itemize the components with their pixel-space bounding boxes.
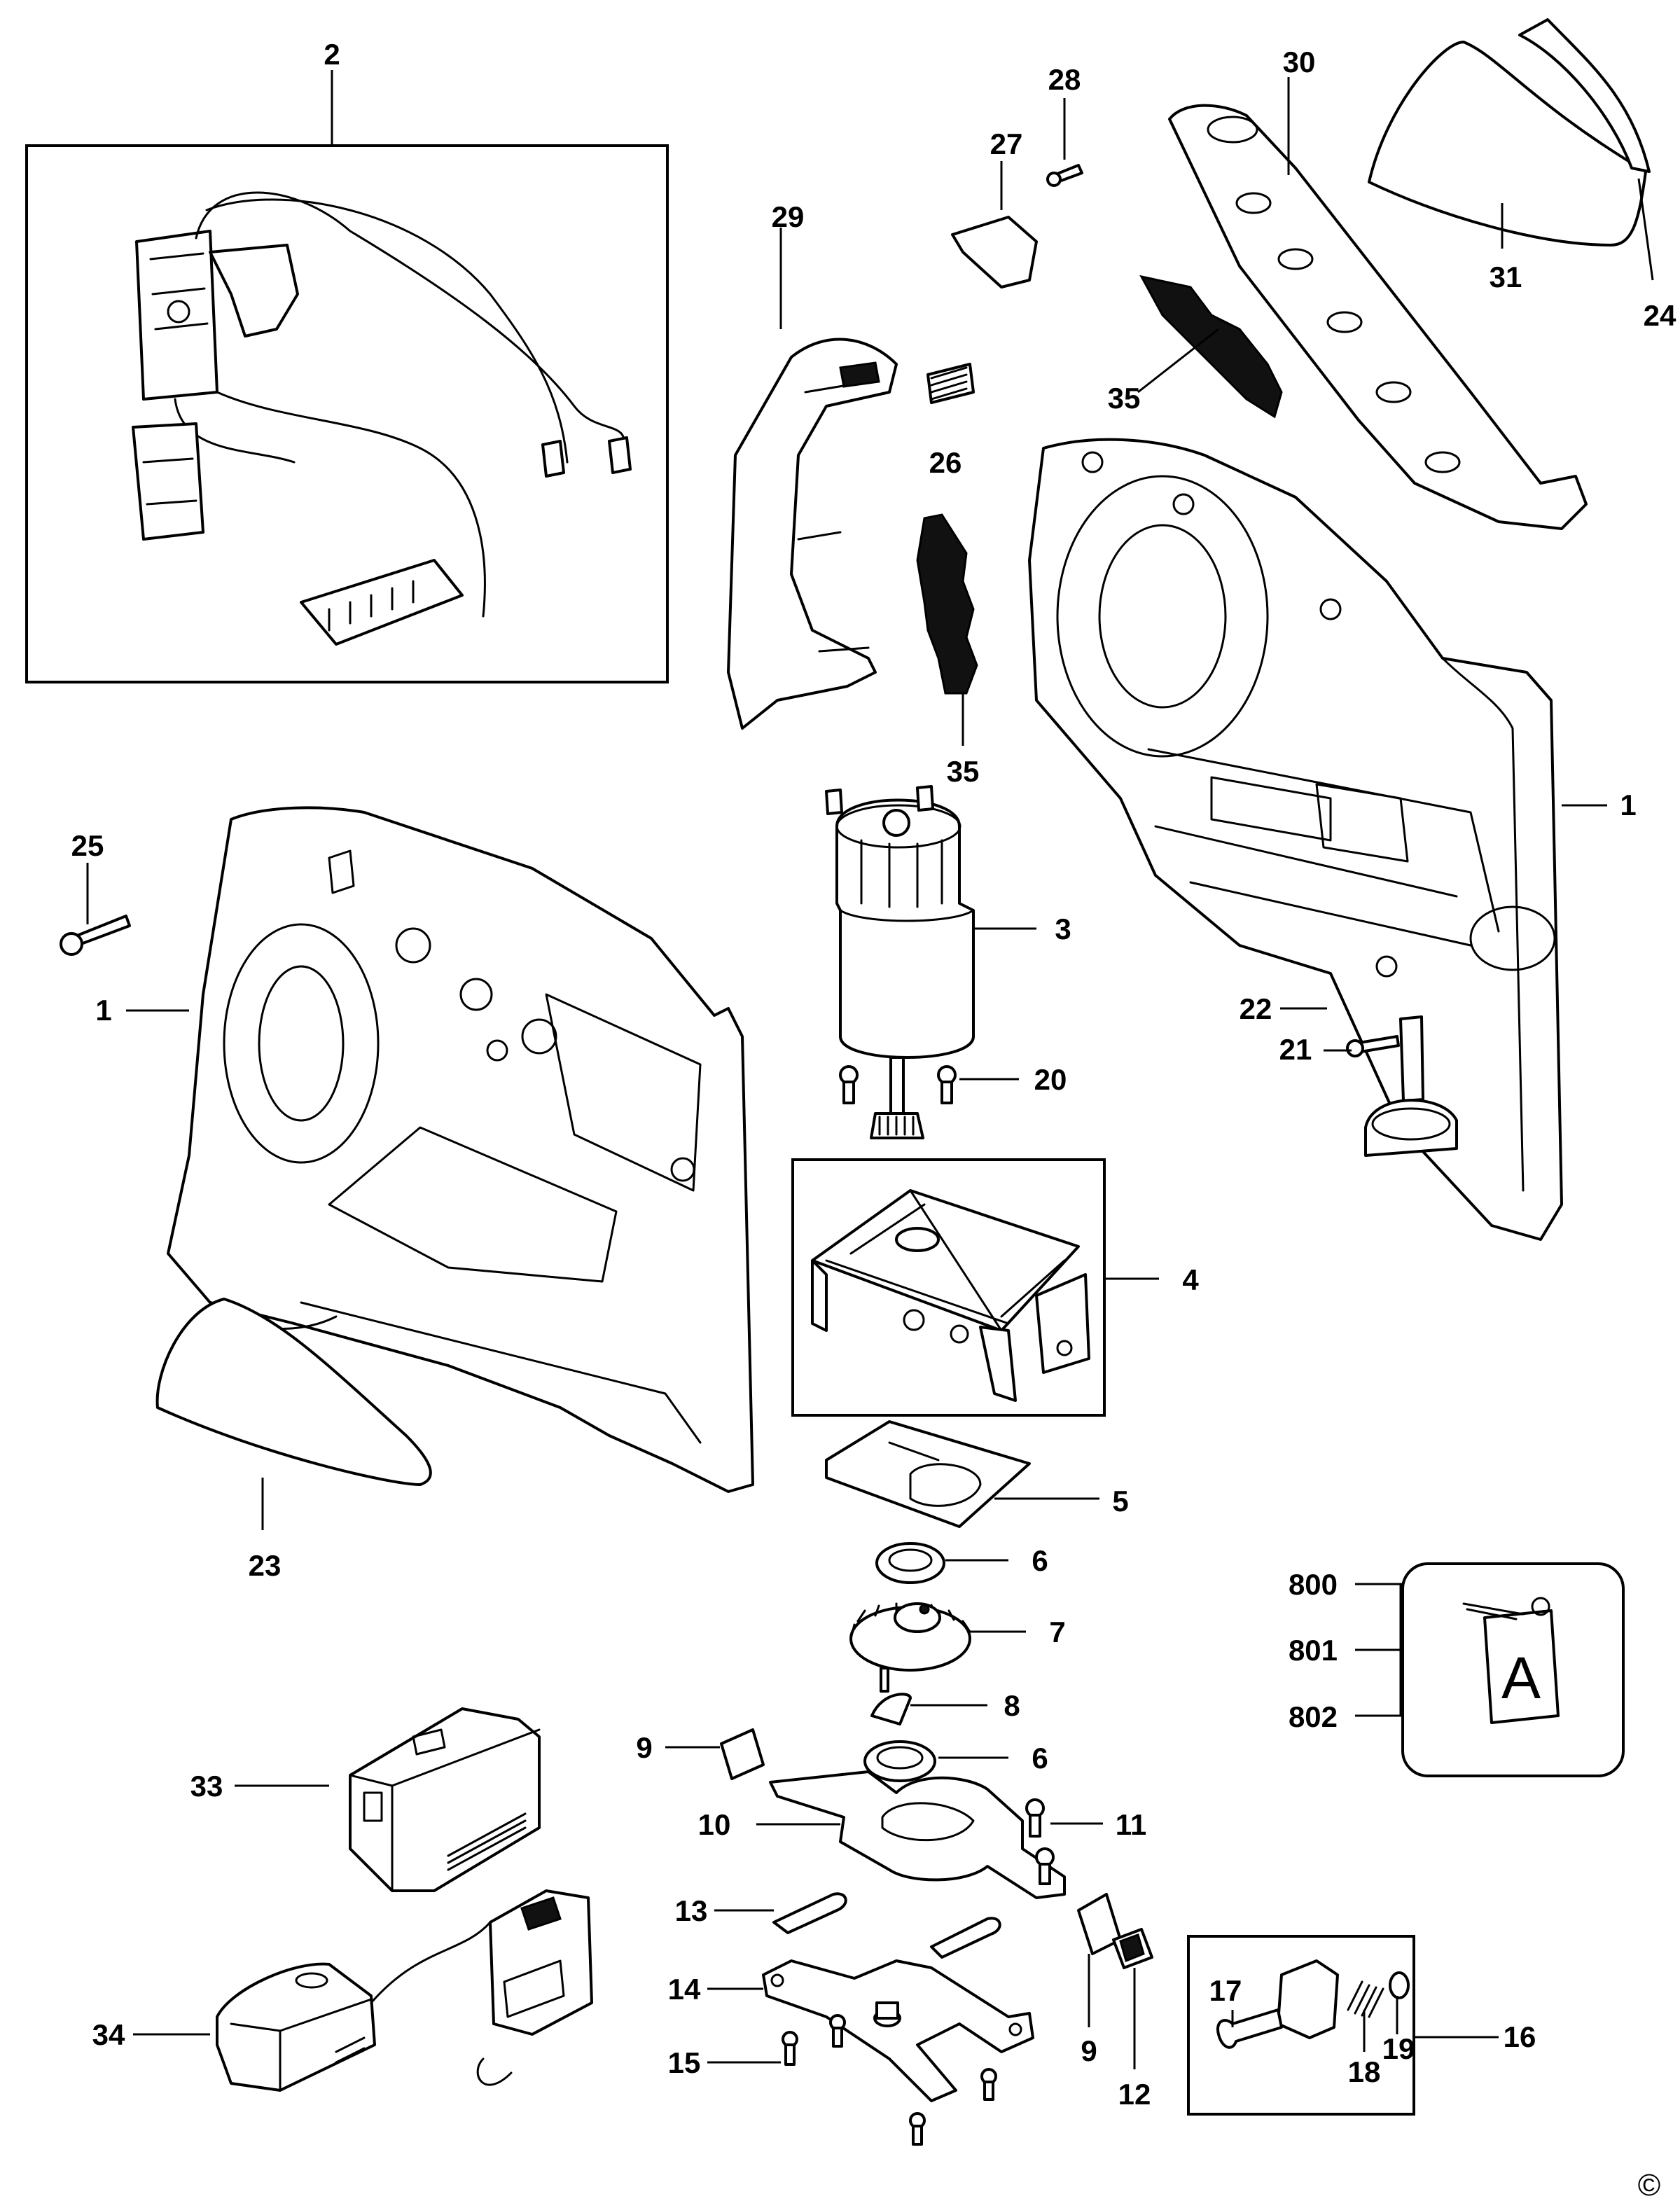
label-13: 13 [675, 1894, 708, 1927]
cam-8 [870, 1693, 987, 1726]
label-1-left: 1 [95, 994, 111, 1027]
label-9-right: 9 [1081, 2034, 1097, 2067]
clips-13 [714, 1892, 1001, 1959]
warning-tag-box: A [1355, 1562, 1625, 1777]
label-31 [1368, 41, 1647, 249]
spring-26 [926, 363, 975, 404]
label-20: 20 [1034, 1063, 1067, 1096]
screws-11 [1025, 1798, 1103, 1885]
label-27: 27 [990, 127, 1023, 160]
blade-holder-10 [756, 1770, 1066, 1899]
plate-5 [825, 1420, 1099, 1528]
label-6-upper: 6 [1032, 1544, 1048, 1577]
base-plate-14 [707, 1959, 1034, 2102]
label-24 [1518, 18, 1654, 281]
label-12: 12 [1118, 2078, 1151, 2111]
label-35-top: 35 [1108, 382, 1141, 415]
label-5: 5 [1112, 1485, 1128, 1518]
label-24: 24 [1644, 299, 1676, 332]
battery-pack-33 [235, 1707, 541, 1892]
housing-half-right [1028, 438, 1563, 1241]
label-9-left: 9 [636, 1731, 652, 1764]
screw-28 [1046, 98, 1083, 187]
label-30: 30 [1283, 46, 1316, 78]
label-22: 22 [1240, 992, 1272, 1025]
pad-12 [1112, 1928, 1153, 2069]
label-28: 28 [1048, 63, 1081, 96]
label-35-bottom: 35 [947, 755, 980, 788]
part-number-labels: 2 28 30 27 29 31 24 35 26 35 1 25 3 1 22… [71, 38, 1676, 2202]
label-800: 800 [1289, 1568, 1338, 1601]
label-10: 10 [698, 1808, 731, 1841]
housing-half-left [167, 806, 754, 1493]
label-25: 25 [71, 829, 104, 862]
blade-clamp-assembly-16 [1187, 1935, 1499, 2116]
charger-34 [133, 1889, 593, 2092]
label-11: 11 [1116, 1808, 1146, 1841]
vent-insert-35-bottom [916, 513, 978, 746]
latch-lever [1364, 1015, 1458, 1157]
motor-3 [825, 785, 1036, 1139]
shoe-9-left [665, 1728, 765, 1780]
screw-21 [1324, 1035, 1400, 1057]
label-33: 33 [190, 1770, 223, 1803]
tag-letter: A [1501, 1645, 1541, 1711]
grip-overmold-30 [1168, 77, 1588, 530]
vent-insert-35-top [1137, 275, 1283, 419]
gear-housing-4 [791, 1158, 1159, 1417]
side-label-23 [155, 1298, 432, 1530]
label-802: 802 [1289, 1700, 1338, 1733]
label-14: 14 [668, 1973, 701, 2006]
screw-25 [60, 863, 131, 956]
bearing-6-lower [863, 1740, 1008, 1782]
label-1-right: 1 [1620, 789, 1636, 821]
shoe-9-right [1077, 1893, 1122, 2027]
label-16: 16 [1504, 2020, 1536, 2053]
label-15: 15 [668, 2046, 701, 2079]
part-27 [951, 161, 1038, 289]
end-cap-29 [727, 228, 898, 730]
label-3: 3 [1055, 912, 1071, 945]
label-8: 8 [1004, 1689, 1020, 1722]
label-31: 31 [1490, 261, 1522, 293]
label-23: 23 [249, 1549, 282, 1582]
label-26: 26 [929, 446, 962, 479]
label-7: 7 [1049, 1616, 1065, 1648]
label-17: 17 [1209, 1974, 1242, 2007]
label-4: 4 [1182, 1263, 1199, 1296]
label-2: 2 [324, 38, 340, 71]
label-21: 21 [1279, 1033, 1312, 1066]
label-6-lower: 6 [1032, 1742, 1048, 1775]
screws-20 [839, 1065, 1019, 1104]
label-34: 34 [92, 2018, 125, 2051]
label-19: 19 [1382, 2032, 1415, 2065]
label-801: 801 [1289, 1634, 1338, 1667]
gear-7 [849, 1602, 1026, 1693]
label-29: 29 [772, 200, 805, 233]
bearing-6-upper [875, 1542, 1008, 1584]
switch-wiring-assembly [25, 70, 669, 683]
screws-15 [707, 2014, 997, 2146]
copyright-mark: © [1638, 2168, 1660, 2202]
label-18: 18 [1348, 2055, 1381, 2088]
